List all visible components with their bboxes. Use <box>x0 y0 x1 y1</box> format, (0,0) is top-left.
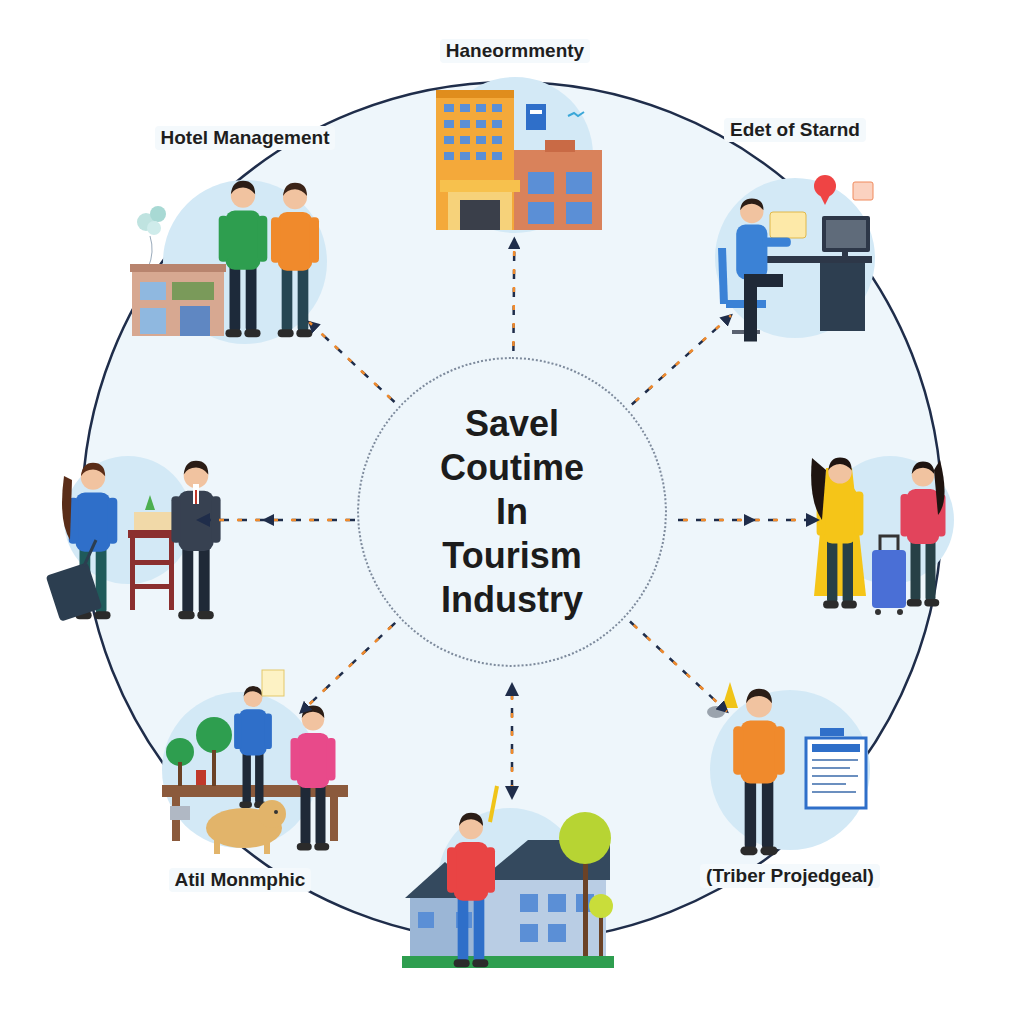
topic-label: Hotel Management <box>155 126 336 150</box>
center-title: Savel Coutime In Tourism Industry <box>427 402 597 622</box>
topic-circle: Atil Monmphic <box>162 692 318 848</box>
topic-label: Haneormmenty <box>440 39 590 63</box>
dashed-arrow <box>630 622 727 712</box>
dashed-arrow <box>632 315 731 404</box>
topic-circle: Hotel Management <box>163 180 327 344</box>
dashed-arrow <box>309 322 394 402</box>
arrow-accent <box>512 239 515 351</box>
dashed-arrow <box>301 623 395 712</box>
arrow-accent <box>632 315 731 404</box>
arrow-accent <box>301 623 395 712</box>
topic-circle: (Triber Projedgeal) <box>710 690 870 850</box>
topic-label: Atil Monmphic <box>169 868 312 892</box>
topic-circle: Haneormmenty <box>437 77 593 233</box>
arrow-accent <box>309 322 394 402</box>
topic-label: (Triber Projedgeal) <box>700 864 880 888</box>
center-circle: Savel Coutime In Tourism Industry <box>357 357 667 667</box>
arrow-line <box>632 315 731 404</box>
arrow-line <box>309 322 394 402</box>
arrow-line <box>512 239 515 351</box>
dashed-arrow <box>513 239 515 351</box>
topic-label: Edet of Starnd <box>724 118 866 142</box>
topic-circle: Edet of Starnd <box>715 178 875 338</box>
arrow-line <box>301 623 395 712</box>
arrow-line <box>630 622 727 712</box>
arrow-accent <box>630 622 727 712</box>
